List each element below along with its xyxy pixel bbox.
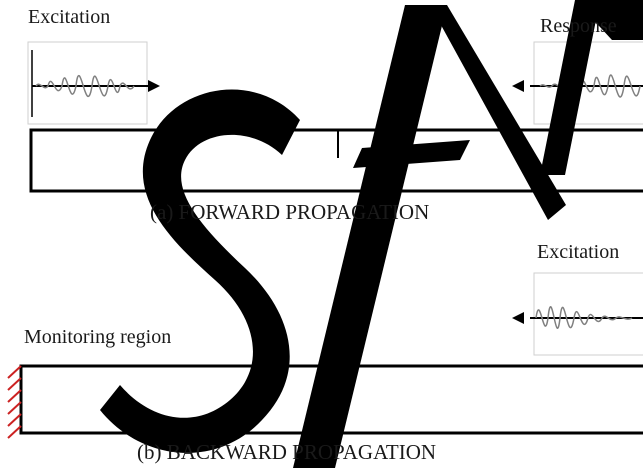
caption-forward-propagation: (a) FORWARD PROPAGATION: [150, 200, 430, 224]
watermark-graphic: [100, 0, 643, 468]
arrow-left-icon: [512, 312, 524, 324]
response-label-a: Response: [540, 15, 617, 37]
caption-backward-propagation: (b) BACKWARD PROPAGATION: [137, 440, 437, 464]
excitation-signal-b: [512, 272, 643, 356]
arrow-right-icon: [148, 80, 160, 92]
clamped-support-icon: [7, 365, 22, 439]
monitoring-region-label: Monitoring region: [24, 326, 172, 348]
arrow-left-icon: [512, 80, 524, 92]
excitation-label-a: Excitation: [28, 6, 111, 28]
excitation-label-b: Excitation: [537, 241, 620, 263]
excitation-signal-a: [27, 41, 160, 125]
